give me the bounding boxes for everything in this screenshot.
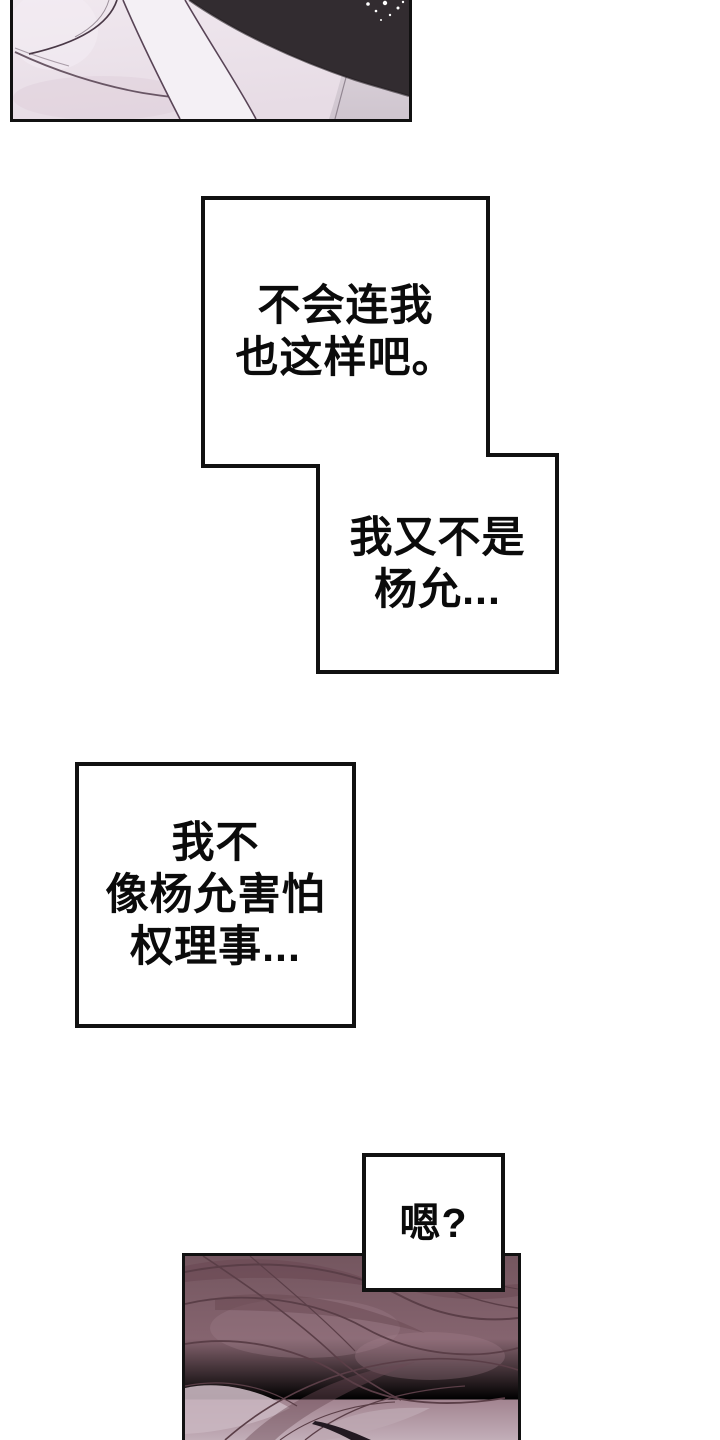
bubble-2-line-1: 我又不是 [349, 513, 526, 562]
sparkle-dots [366, 0, 405, 21]
speech-bubble-4: 嗯? [362, 1153, 505, 1292]
eyebrow-shape [312, 1421, 371, 1440]
bubble-4-line-1: 嗯? [399, 1199, 468, 1246]
bubble-1-line-2: 也这样吧。 [235, 334, 456, 382]
speech-bubble-1: 不会连我 也这样吧。 [207, 202, 484, 462]
speech-bubble-merged-outline [201, 196, 559, 674]
face-closeup-illustration [13, 0, 409, 119]
bubble-1-line-1: 不会连我 [257, 282, 434, 330]
art-panel-top [10, 0, 412, 122]
speech-bubble-3: 我不 像杨允害怕 权理事... [75, 762, 356, 1028]
bubble-3-line-1: 我不 [171, 819, 260, 867]
bubble-3-line-2: 像杨允害怕 [105, 871, 326, 919]
speech-bubble-2: 我又不是 杨允... [322, 459, 553, 668]
bubble-2-line-2: 杨允... [374, 565, 501, 614]
bubble-3-line-3: 权理事... [130, 923, 301, 971]
